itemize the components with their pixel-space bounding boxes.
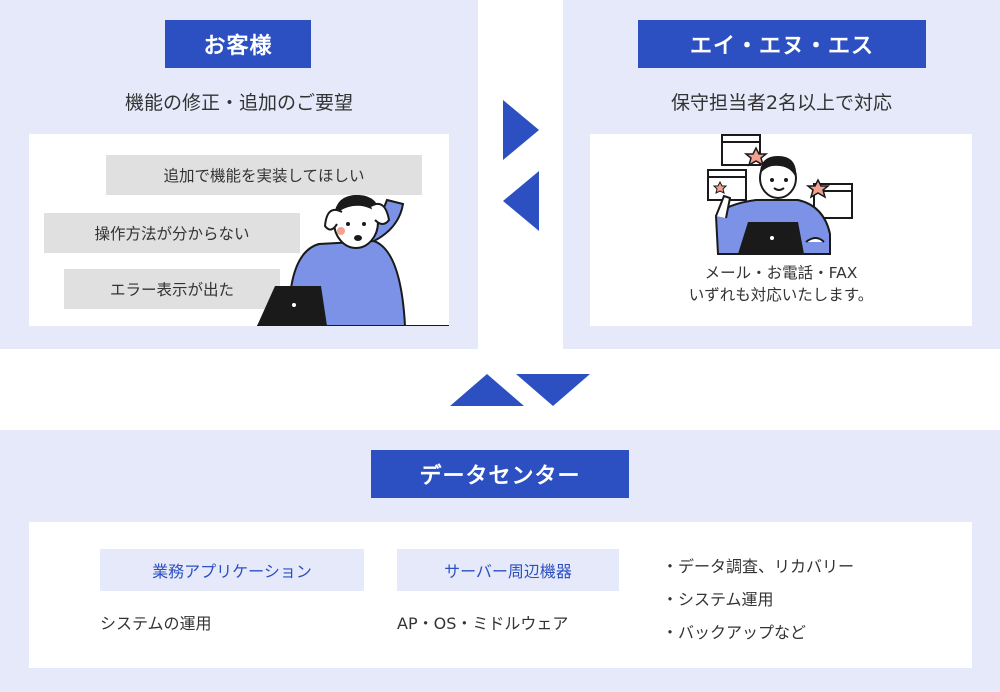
request-bubble: 操作方法が分からない (44, 213, 300, 253)
extra-item: ・バックアップなど (662, 623, 807, 642)
support-line-1: メール・お電話・FAX (704, 264, 858, 282)
server-desc: AP・OS・ミドルウェア (397, 614, 569, 633)
request-bubble: 追加で機能を実装してほしい (106, 155, 422, 195)
arrow-left-icon (503, 171, 539, 231)
worried-person-illustration (257, 194, 449, 326)
customer-title: お客様 (165, 20, 311, 68)
support-line-2: いずれも対応いたします。 (688, 286, 874, 304)
business-app-desc: システムの運用 (100, 614, 212, 633)
support-staff-illustration (707, 134, 853, 255)
server-tag: サーバー周辺機器 (397, 549, 619, 591)
extra-item: ・データ調査、リカバリー (662, 557, 855, 576)
ans-card: メール・お電話・FAX いずれも対応いたします。 (590, 134, 972, 326)
datacenter-card: 業務アプリケーション システムの運用 サーバー周辺機器 AP・OS・ミドルウェア… (29, 522, 972, 668)
extra-item: ・システム運用 (662, 590, 774, 609)
ans-subtitle: 保守担当者2名以上で対応 (670, 92, 893, 114)
arrow-right-icon (503, 100, 539, 160)
ans-title: エイ・エヌ・エス (638, 20, 926, 68)
arrow-down-icon (516, 374, 590, 406)
arrow-up-icon (450, 374, 524, 406)
customer-subtitle: 機能の修正・追加のご要望 (124, 92, 353, 114)
request-bubble: エラー表示が出た (64, 269, 280, 309)
customer-card: 追加で機能を実装してほしい 操作方法が分からない エラー表示が出た (29, 134, 449, 326)
business-app-tag: 業務アプリケーション (100, 549, 364, 591)
support-channels: メール・お電話・FAX いずれも対応いたします。 (590, 262, 972, 306)
datacenter-title: データセンター (371, 450, 629, 498)
